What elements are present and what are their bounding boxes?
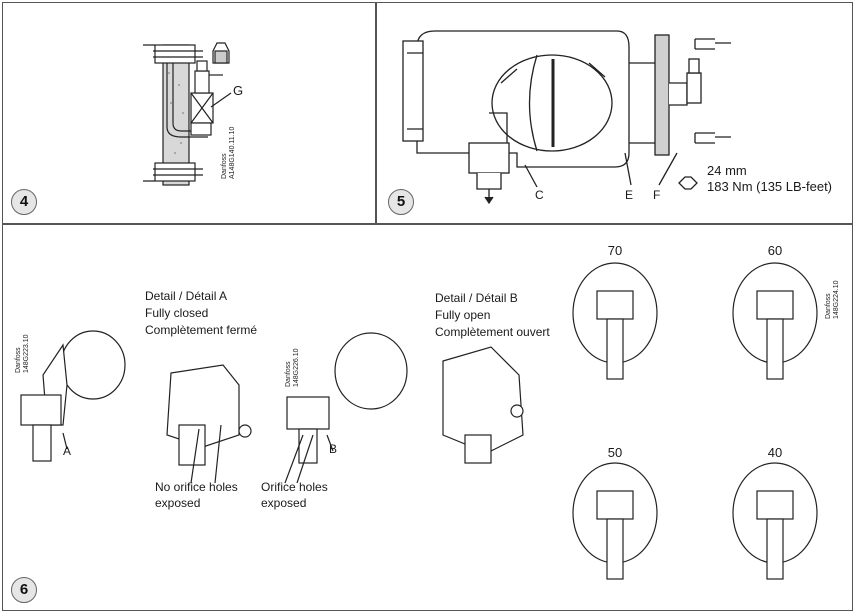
drawing-code: Danfoss A148G140.11.10 bbox=[221, 127, 237, 179]
callout-e: E bbox=[625, 188, 634, 202]
drawing-code-text: Danfoss A148G140.11.10 bbox=[221, 126, 236, 179]
gauge-label-50: 50 bbox=[607, 445, 623, 460]
detail-b-line2: Complètement ouvert bbox=[435, 325, 550, 339]
drawing-code-right: Danfoss 148G224.10 bbox=[825, 280, 841, 319]
detail-b-line1: Fully open bbox=[435, 308, 491, 322]
step-badge-4: 4 bbox=[11, 189, 37, 215]
detail-b-title: Detail / Détail B bbox=[435, 291, 518, 305]
panel-step-4: G Danfoss A148G140.11.10 4 bbox=[2, 2, 376, 224]
drawing-code-mid-text: Danfoss 148G226.10 bbox=[285, 348, 300, 387]
callout-a: A bbox=[63, 444, 72, 458]
float-valve-details-drawing bbox=[20, 262, 818, 580]
callout-f: F bbox=[653, 188, 661, 202]
detail-a-title: Detail / Détail A bbox=[145, 289, 228, 303]
gauge-label-40: 40 bbox=[767, 445, 783, 460]
wrench-size-text: 24 mm bbox=[707, 163, 747, 178]
drawing-code-mid: Danfoss 148G226.10 bbox=[285, 348, 301, 387]
float-housing-drawing bbox=[402, 30, 731, 205]
callout-g: G bbox=[233, 83, 244, 98]
drawing-code-left: Danfoss 148G223.10 bbox=[15, 334, 31, 373]
note-open-line2: exposed bbox=[261, 496, 307, 510]
gauge-label-60: 60 bbox=[767, 243, 783, 258]
panel-step-6: Danfoss 148G223.10 Danfoss 148G226.10 Da… bbox=[2, 224, 853, 611]
note-closed-line1: No orifice holes bbox=[155, 480, 238, 494]
drawing-code-left-text: Danfoss 148G223.10 bbox=[15, 334, 30, 373]
gauge-drawings bbox=[572, 262, 818, 580]
detail-a-line2: Complètement fermé bbox=[145, 323, 258, 337]
panel-step-5: C E F 24 mm 183 Nm (135 LB-feet) 5 bbox=[376, 2, 853, 224]
drawing-code-right-text: Danfoss 148G224.10 bbox=[825, 280, 840, 319]
note-open-line1: Orifice holes bbox=[261, 480, 328, 494]
detail-a-line1: Fully closed bbox=[145, 306, 209, 320]
torque-text: 183 Nm (135 LB-feet) bbox=[707, 179, 833, 194]
step-badge-6: 6 bbox=[11, 577, 37, 603]
step-badge-5: 5 bbox=[388, 189, 414, 215]
valve-mounting-drawing bbox=[143, 42, 232, 186]
note-closed-line2: exposed bbox=[155, 496, 201, 510]
gauge-label-70: 70 bbox=[607, 243, 623, 258]
callout-b: B bbox=[329, 442, 338, 456]
callout-c: C bbox=[535, 188, 544, 202]
